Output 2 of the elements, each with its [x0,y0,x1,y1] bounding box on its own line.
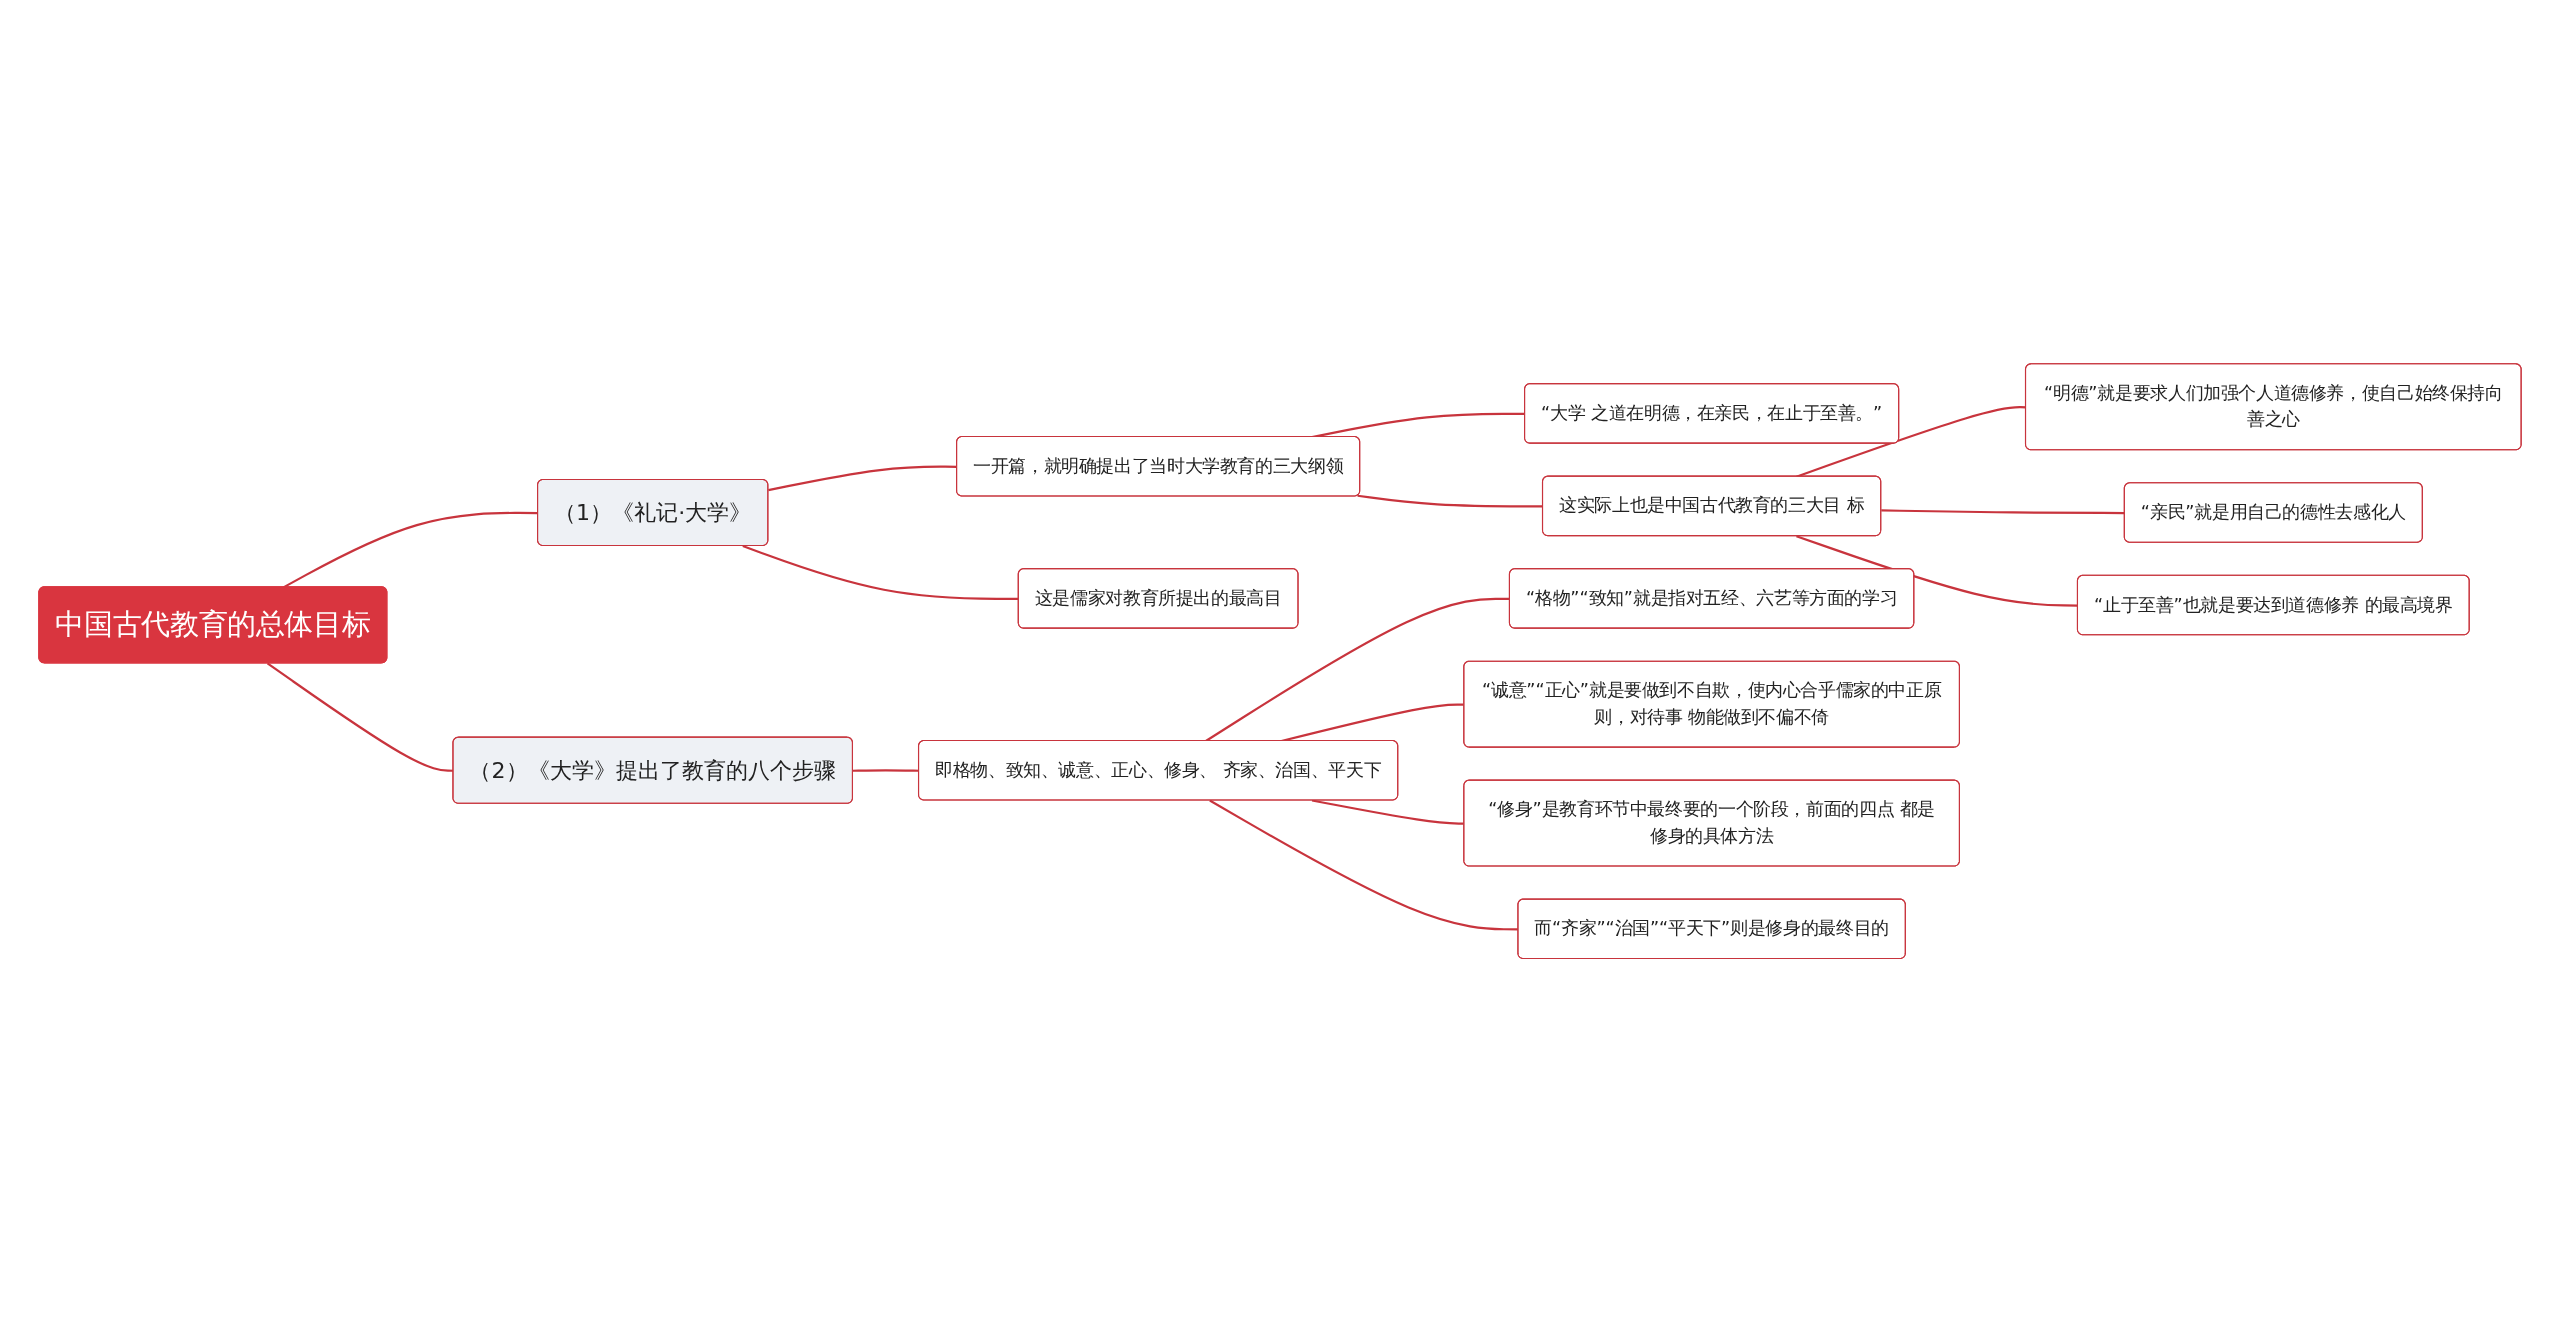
connector [742,545,1019,601]
connector [1881,509,2125,515]
